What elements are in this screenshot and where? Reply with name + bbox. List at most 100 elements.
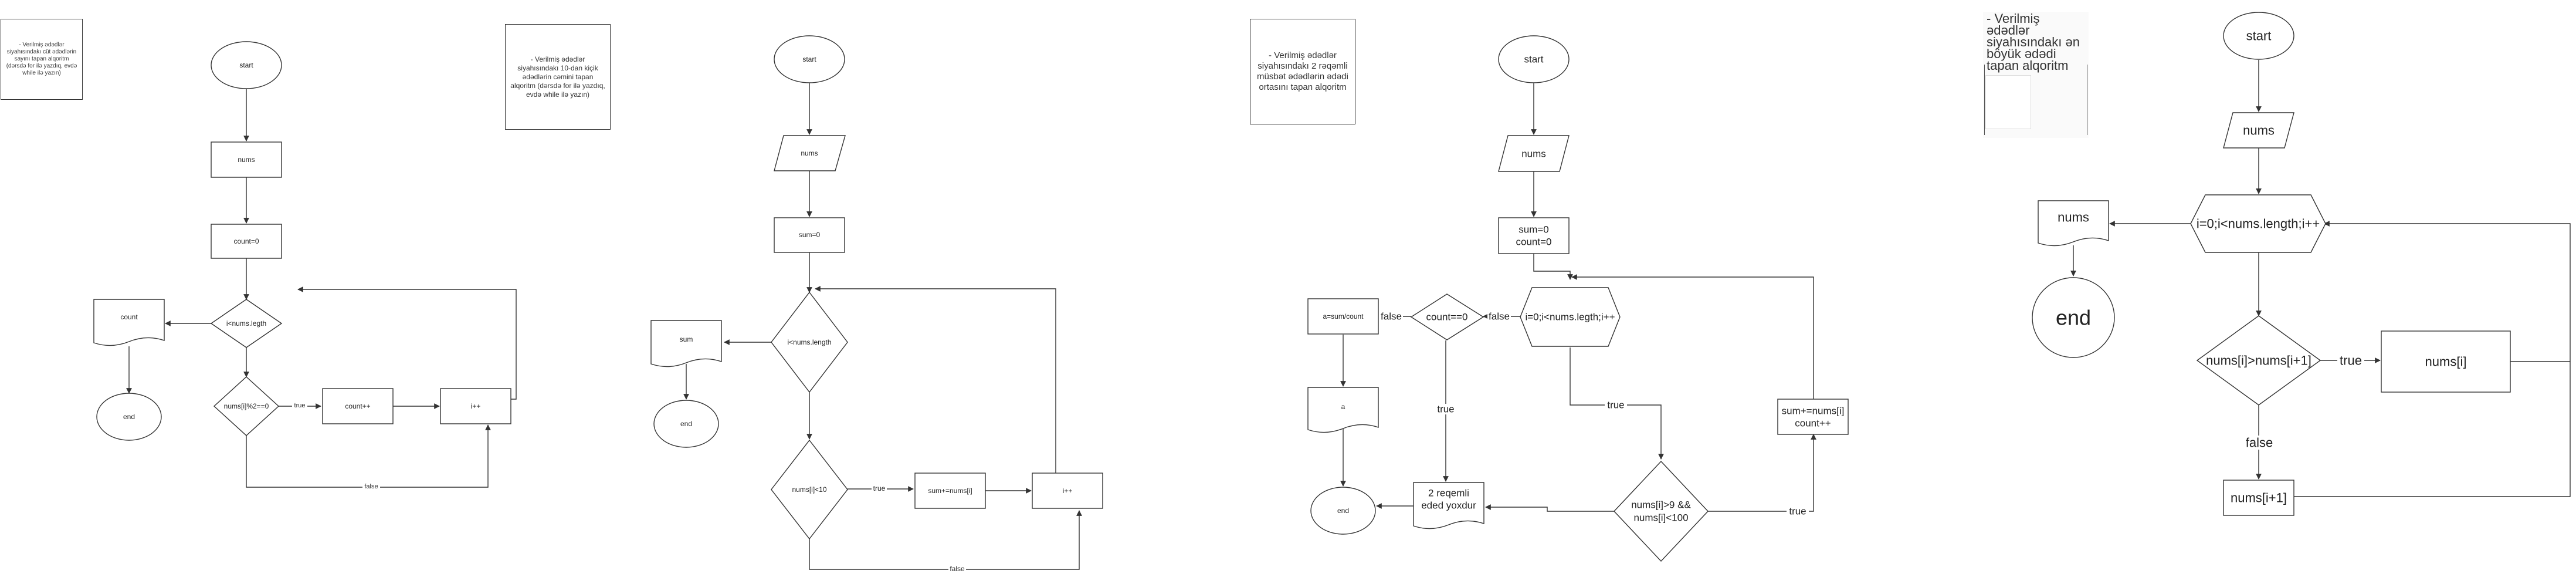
fc2-edge-loopback	[815, 286, 1056, 473]
fc3-update-line1: sum+=nums[i]	[1782, 406, 1845, 417]
fc2-input-text: nums	[801, 149, 818, 157]
flowchart4-note-line2: ədədlər	[1987, 23, 2030, 38]
fc3-edge-cond-true	[1708, 434, 1816, 512]
flowchart4-note-line3: siyahısındakı ən	[1987, 35, 2080, 49]
fc3-init-shape[interactable]	[1498, 217, 1570, 254]
fc4-next-text: nums[i+1]	[2231, 491, 2287, 505]
fc3-condition-line2: nums[i]<100	[1633, 512, 1688, 524]
fc1-condition-shape[interactable]	[213, 376, 280, 436]
fc4-next-shape[interactable]	[2223, 480, 2294, 516]
fc1-output-text: count	[120, 313, 138, 321]
flowchart3-note[interactable]: - Verilmiş ədədlər siyahısındakı 2 rəqəm…	[1250, 19, 1355, 124]
flowchart4-note[interactable]: - Verilmiş ədədlər siyahısındakı ən böyü…	[1983, 12, 2089, 138]
fc4-edge-next-loopback	[2294, 362, 2571, 497]
fc3-cond-true-label: true	[1789, 506, 1806, 517]
fc3-start-shape[interactable]	[1498, 35, 1570, 83]
fc2-step-text: i++	[1063, 487, 1073, 495]
fc4-true-label: true	[2340, 353, 2362, 368]
fc1-step-text: i++	[471, 402, 481, 410]
fc3-check-text: count==0	[1426, 312, 1468, 323]
fc2-false-label: false	[950, 565, 965, 573]
fc2-start-shape[interactable]	[774, 35, 845, 83]
fc4-true-label-bg	[2337, 353, 2364, 367]
fc2-loop-text: i<nums.length	[787, 338, 831, 346]
fc2-condition-text: nums[i]<10	[792, 485, 826, 494]
fc3-edge-cond-false	[1485, 504, 1614, 512]
fc3-check-false-label: false	[1381, 311, 1402, 322]
fc3-edge-loopback	[1571, 274, 1814, 399]
fc1-edge-loopback	[297, 286, 517, 400]
fc4-false-label: false	[2246, 436, 2273, 450]
fc1-step-shape[interactable]	[440, 388, 511, 424]
fc1-output-shape[interactable]	[93, 299, 165, 346]
fc3-loop-false-bg	[1487, 311, 1511, 322]
fc3-average-text: a=sum/count	[1323, 312, 1364, 320]
fc1-input-text: nums	[238, 156, 255, 164]
fc3-check-shape[interactable]	[1410, 293, 1484, 340]
fc4-start-shape[interactable]	[2223, 12, 2294, 60]
fc2-false-label-bg	[948, 565, 966, 573]
fc4-loop-shape[interactable]	[2190, 194, 2326, 253]
fc3-noresult-line2: eded yoxdur	[1421, 500, 1476, 511]
fc4-input-text: nums	[2243, 123, 2275, 138]
fc4-end-text: end	[2056, 306, 2091, 330]
fc4-input-shape[interactable]	[2223, 112, 2294, 149]
flowchart1-note[interactable]: - Verilmiş ədədlər siyahısındakı cüt ədə…	[1, 19, 83, 100]
fc4-end-shape[interactable]	[2032, 277, 2115, 358]
fc3-loop-true-label: true	[1607, 400, 1624, 411]
fc1-input-shape[interactable]	[211, 141, 282, 178]
fc2-step-shape[interactable]	[1032, 473, 1103, 509]
fc3-average-shape[interactable]	[1307, 298, 1379, 335]
fc3-end-shape[interactable]	[1310, 487, 1376, 535]
fc1-false-label-bg	[362, 482, 380, 491]
fc3-loop-true-bg	[1605, 400, 1627, 410]
flowchart1	[93, 41, 517, 491]
fc1-true-label-bg	[292, 401, 307, 410]
fc2-output-text: sum	[680, 335, 693, 343]
fc3-check-true-label: true	[1437, 404, 1454, 415]
flowchart2-note-text: - Verilmiş ədədlər siyahısındakı 10-dan …	[510, 55, 605, 99]
fc3-noresult-shape[interactable]	[1413, 482, 1484, 529]
fc3-init-count-text: count=0	[1516, 237, 1552, 248]
fc3-loop-shape[interactable]	[1520, 287, 1621, 347]
fc2-init-text: sum=0	[799, 231, 821, 239]
fc3-cond-true-bg	[1787, 506, 1809, 517]
fc3-check-true-bg	[1435, 404, 1457, 414]
fc1-edge-cond-false	[246, 424, 491, 488]
flowchart2-note[interactable]: - Verilmiş ədədlər siyahısındakı 10-dan …	[505, 24, 611, 130]
fc1-start-shape[interactable]	[211, 41, 282, 89]
fc3-output-shape[interactable]	[1307, 387, 1379, 433]
fc2-end-shape[interactable]	[653, 400, 719, 448]
fc1-end-shape[interactable]	[96, 393, 162, 441]
fc4-loop-text: i=0;i<nums.length;i++	[2197, 217, 2320, 231]
fc1-init-shape[interactable]	[211, 224, 282, 259]
fc1-end-text: end	[123, 413, 135, 421]
fc1-start-text: start	[239, 61, 253, 69]
fc3-input-text: nums	[1521, 149, 1546, 160]
fc2-condition-shape[interactable]	[771, 439, 848, 540]
fc3-input-shape[interactable]	[1498, 135, 1570, 172]
fc2-start-text: start	[802, 55, 816, 63]
fc1-increment-text: count++	[345, 402, 370, 410]
fc1-loop-shape[interactable]	[210, 299, 283, 348]
fc4-swap-shape[interactable]	[2381, 330, 2511, 393]
flowchart4-note-line4: böyük ədədi	[1987, 46, 2056, 61]
fc2-loop-shape[interactable]	[771, 291, 848, 393]
fc4-condition-shape[interactable]	[2196, 315, 2321, 406]
fc2-accumulate-shape[interactable]	[914, 473, 986, 509]
fc1-init-text: count=0	[233, 237, 259, 245]
fc2-output-shape[interactable]	[650, 320, 722, 367]
fc4-false-label-bg	[2244, 436, 2275, 450]
fc2-input-shape[interactable]	[774, 135, 846, 171]
fc4-output-shape[interactable]	[2038, 200, 2109, 247]
fc3-update-shape[interactable]	[1777, 399, 1849, 435]
flowchart1-note-text: - Verilmiş ədədlər siyahısındakı cüt ədə…	[6, 42, 77, 76]
fc3-condition-shape[interactable]	[1614, 460, 1709, 562]
fc1-increment-shape[interactable]	[322, 388, 394, 424]
fc3-init-sum-text: sum=0	[1519, 224, 1549, 235]
fc2-init-shape[interactable]	[774, 217, 845, 253]
fc1-loop-text: i<nums.legth	[226, 319, 266, 328]
fc1-false-label: false	[364, 483, 378, 490]
fc3-start-text: start	[1524, 54, 1543, 65]
